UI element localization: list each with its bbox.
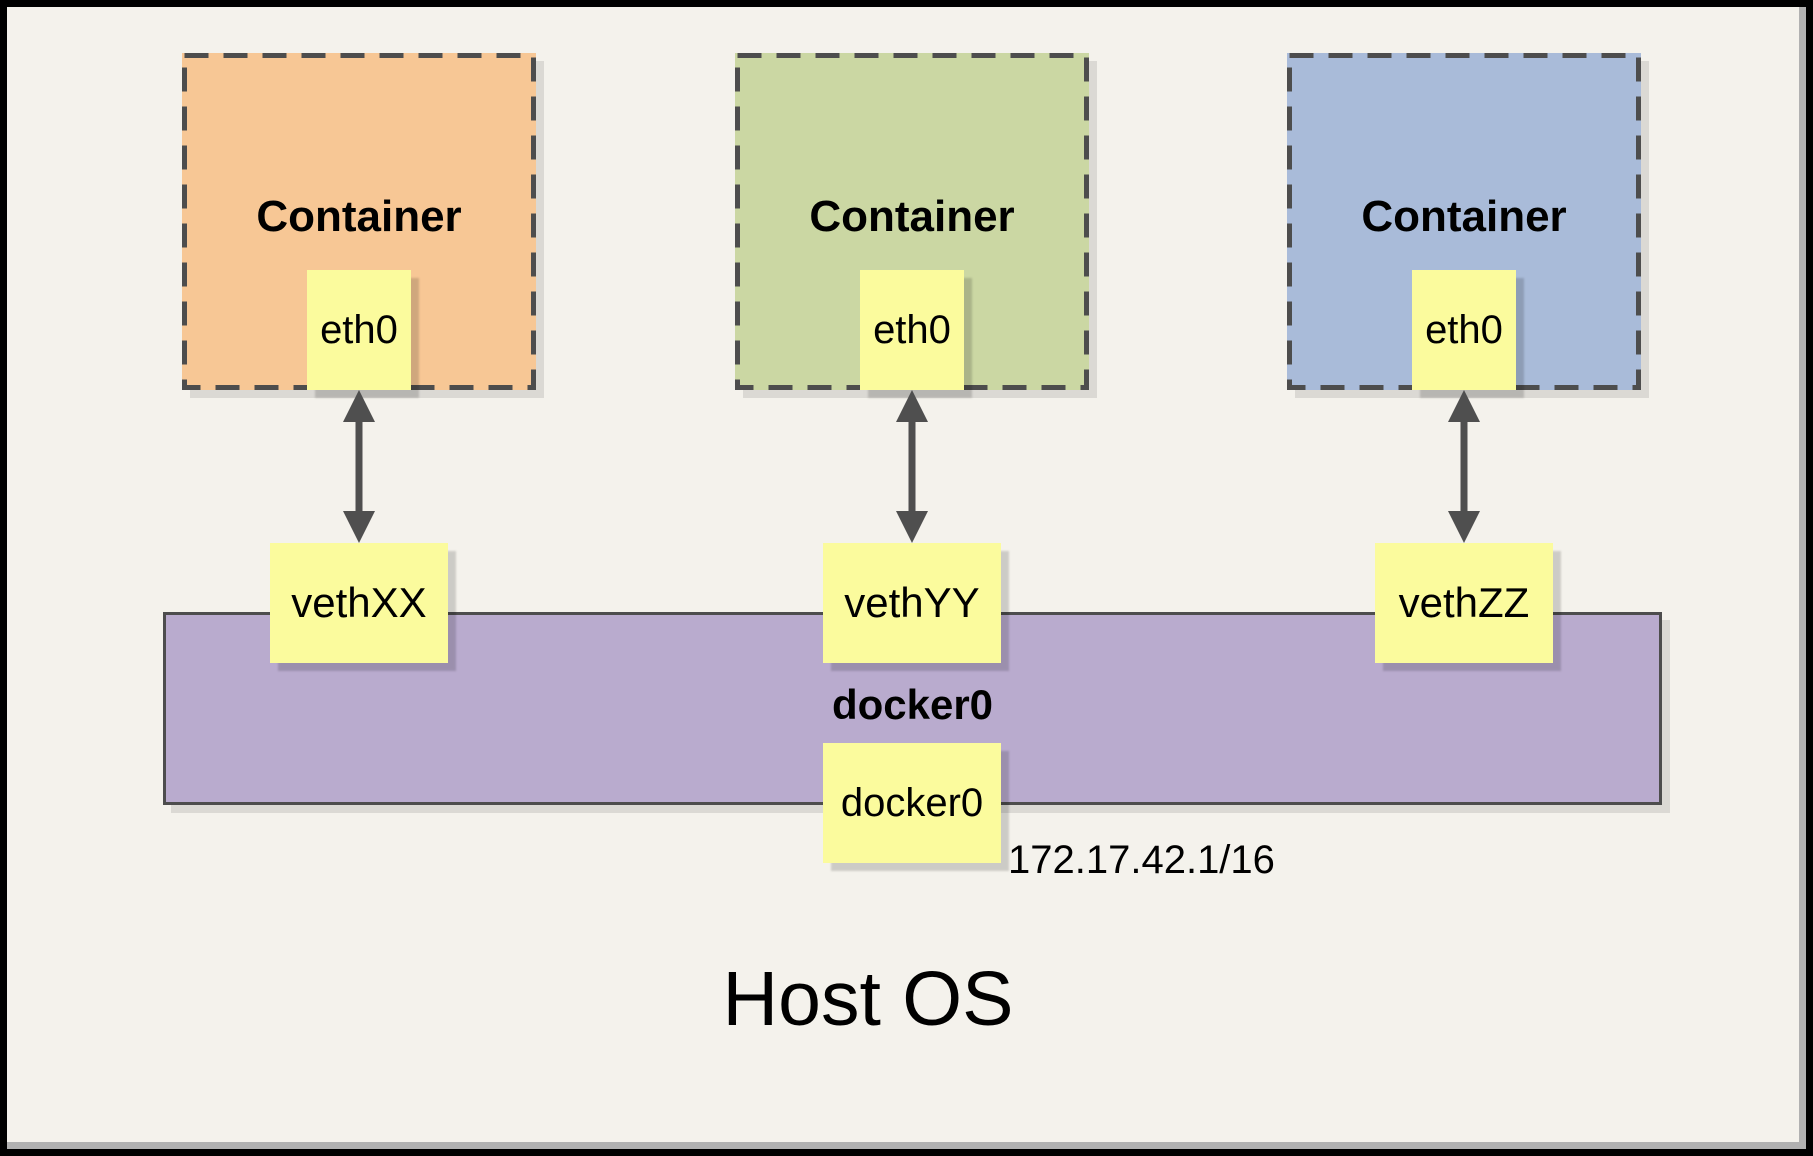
vethXX-interface-box: vethXX [270, 543, 448, 663]
eth0-interface-box: eth0 [1412, 270, 1516, 390]
eth0-label: eth0 [873, 308, 951, 352]
eth0-label: eth0 [320, 308, 398, 352]
container-box-1: Container eth0 [182, 53, 536, 390]
container-box-2: Container eth0 [735, 53, 1089, 390]
vethZZ-label: vethZZ [1398, 579, 1530, 626]
bidirectional-arrow-icon [896, 390, 928, 543]
eth0-label: eth0 [1425, 308, 1503, 352]
vethZZ-interface-box: vethZZ [1375, 543, 1553, 663]
docker0-port-label: docker0 [840, 781, 984, 825]
bridge-ip-address: 172.17.42.1/16 [1008, 838, 1275, 882]
bidirectional-arrow-icon [343, 390, 375, 543]
bidirectional-arrow-icon [1448, 390, 1480, 543]
container-label: Container [809, 192, 1015, 241]
docker0-bridge-label: docker0 [831, 681, 994, 728]
vethYY-label: vethYY [844, 579, 980, 626]
eth0-interface-box: eth0 [307, 270, 411, 390]
container-label: Container [256, 192, 462, 241]
vethXX-label: vethXX [291, 579, 427, 626]
vethYY-interface-box: vethYY [823, 543, 1001, 663]
host-os-label: Host OS [722, 956, 1014, 1042]
eth0-interface-box: eth0 [860, 270, 964, 390]
container-label: Container [1361, 192, 1567, 241]
docker0-interface-box: docker0 [823, 743, 1001, 863]
container-box-3: Container eth0 [1287, 53, 1641, 390]
